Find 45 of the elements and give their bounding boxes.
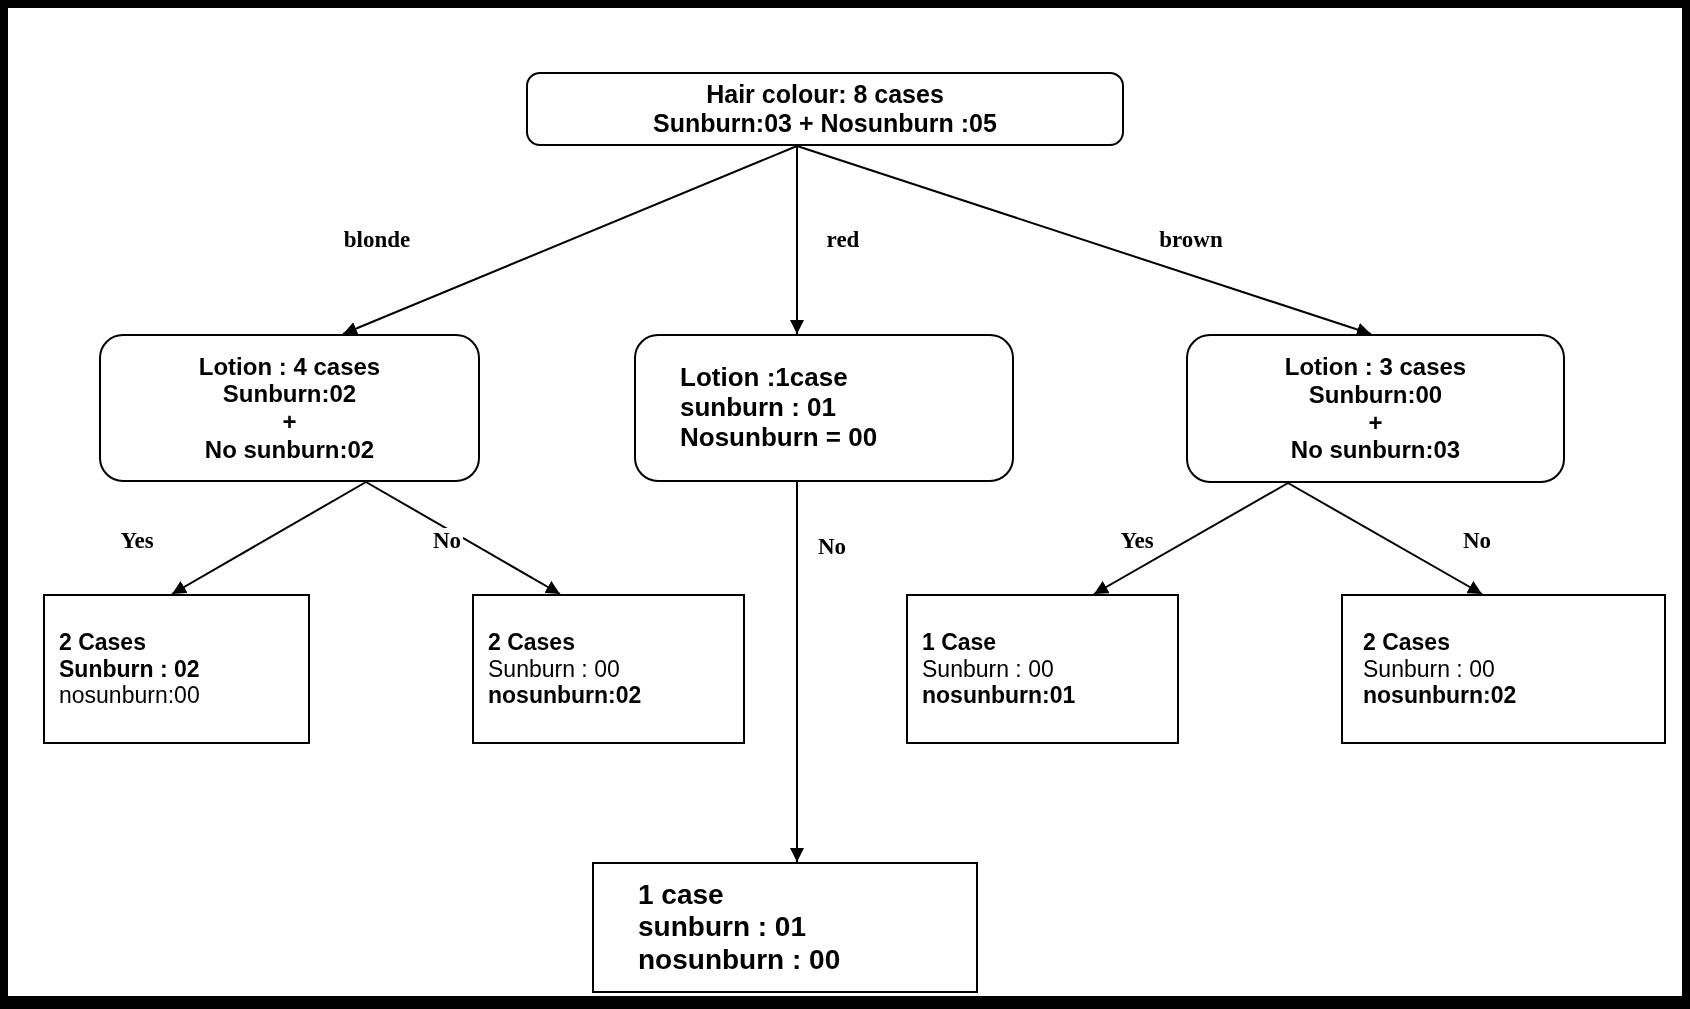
- arrow: [171, 481, 367, 595]
- node-text: Sunburn : 00: [488, 655, 621, 683]
- arrow: [790, 481, 804, 863]
- node-text: Sunburn:03 + Nosunburn :05: [652, 109, 998, 138]
- leaf-box: [906, 594, 1179, 744]
- node-text: Sunburn : 00: [922, 655, 1055, 683]
- node-text: Lotion : 3 cases: [1283, 353, 1468, 381]
- rounded-box: [526, 72, 1124, 146]
- leaf-box: [472, 594, 745, 744]
- rounded-box: [1186, 334, 1565, 483]
- node-text: 2 Cases: [488, 629, 576, 656]
- node-text: 2 Cases: [1363, 629, 1451, 656]
- leaf-box: [1341, 594, 1666, 744]
- arrow: [1093, 482, 1289, 595]
- arrow: [1287, 482, 1483, 595]
- node-text: nosunburn:00: [59, 682, 201, 709]
- node-text: sunburn : 01: [638, 911, 807, 944]
- rounded-box: [99, 334, 480, 482]
- leaf-box: [592, 862, 978, 993]
- node-text: 2 Cases: [59, 629, 147, 656]
- node-text: nosunburn:02: [488, 682, 643, 709]
- node-text: Sunburn : 00: [1363, 655, 1496, 683]
- node-text: +: [281, 408, 298, 436]
- node-text: Lotion :1case: [680, 363, 849, 394]
- node-text: 1 case: [638, 879, 725, 912]
- node-text: Nosunburn = 00: [680, 422, 879, 453]
- node-text: Hair colour: 8 cases: [705, 80, 945, 109]
- node-text: +: [1367, 408, 1384, 437]
- node-text: No sunburn:03: [1289, 436, 1462, 464]
- arrow: [790, 145, 804, 335]
- node-text: Sunburn:02: [221, 380, 358, 408]
- node-text: 1 Case: [922, 629, 998, 656]
- leaf-box: [43, 594, 310, 744]
- node-text: No sunburn:02: [203, 435, 376, 464]
- node-text: Sunburn:00: [1307, 380, 1444, 409]
- node-text: nosunburn:02: [1363, 682, 1518, 709]
- node-text: nosunburn:01: [922, 682, 1077, 709]
- node-text: sunburn : 01: [680, 393, 837, 423]
- node-text: Sunburn : 02: [59, 655, 201, 683]
- arrow: [342, 145, 798, 336]
- rounded-box: [634, 334, 1014, 482]
- arrow: [796, 145, 1372, 337]
- node-text: Lotion : 4 cases: [197, 352, 382, 381]
- arrow: [365, 481, 561, 595]
- node-text: nosunburn : 00: [638, 943, 842, 976]
